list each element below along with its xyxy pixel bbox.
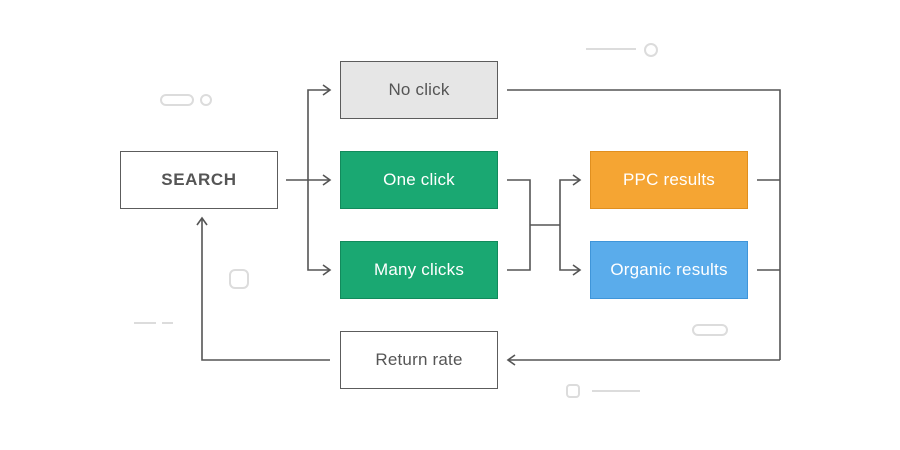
return-rate-node-label: Return rate: [375, 350, 463, 369]
connector-return-to-search: [196, 216, 330, 361]
one-click-node-label: One click: [383, 170, 455, 189]
decor-square: [229, 269, 249, 289]
decor-pill: [160, 94, 194, 106]
one-click-node: One click: [340, 151, 498, 209]
return-rate-node: Return rate: [340, 331, 498, 389]
decorations: [134, 43, 728, 398]
connector-search-many-clicks: [307, 180, 332, 276]
decor-circle: [200, 94, 212, 106]
connector-search-no-click: [307, 84, 332, 180]
connector-many-clicks-merge: [507, 225, 531, 271]
connector-to-ppc: [559, 174, 582, 225]
many-clicks-node-label: Many clicks: [373, 260, 465, 279]
ppc-results-node-label: PPC results: [623, 170, 715, 189]
organic-results-node: Organic results: [590, 241, 748, 299]
no-click-node: No click: [340, 61, 498, 119]
ppc-results-node: PPC results: [590, 151, 748, 209]
decor-pill: [692, 324, 728, 336]
decor-square: [566, 384, 580, 398]
connector-one-click-merge: [507, 179, 531, 225]
search-node-label: SEARCH: [161, 170, 237, 189]
decor-circle: [644, 43, 658, 57]
many-clicks-node: Many clicks: [340, 241, 498, 299]
no-click-node-label: No click: [388, 80, 450, 99]
organic-results-node-label: Organic results: [610, 260, 728, 279]
search-node: SEARCH: [120, 151, 278, 209]
connector-to-organic: [559, 225, 582, 276]
